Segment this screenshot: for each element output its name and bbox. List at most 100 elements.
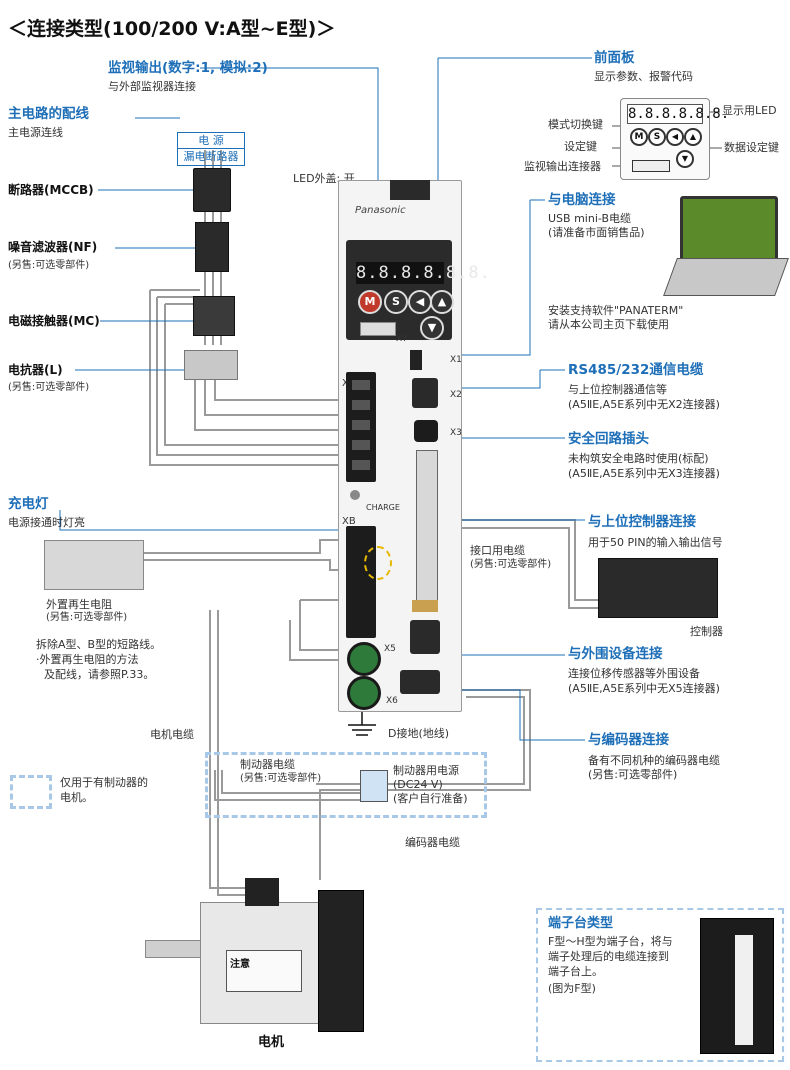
regen-label: 外置再生电阻 <box>46 598 112 611</box>
xb-label: XB <box>342 516 356 527</box>
leakage-breaker-label: 漏电断路器 <box>183 150 239 163</box>
laptop-keyboard <box>663 258 789 296</box>
brake-cable-label: 制动器电缆 <box>240 758 295 771</box>
peripheral-heading: 与外围设备连接 <box>568 646 663 662</box>
drive-brand: Panasonic <box>355 205 406 216</box>
software-line-1: 安装支持软件"PANATERM" <box>548 304 684 317</box>
brake-power-supply <box>360 770 388 802</box>
brake-cable-note: (另售:可选零部件) <box>240 773 322 784</box>
detail-mode-button[interactable]: M <box>630 128 648 146</box>
terminal-inset-box <box>536 908 784 1062</box>
rs485-desc-1: 与上位控制器通信等 <box>568 383 667 396</box>
data-key-label: 数据设定键 <box>724 141 779 154</box>
detail-left-arrow-button[interactable]: ◀ <box>666 128 684 146</box>
brake-dashed-area <box>205 752 487 818</box>
set-button[interactable]: S <box>384 290 408 314</box>
x6-encoder-port[interactable] <box>400 670 440 694</box>
detail-up-arrow-button[interactable]: ▲ <box>684 128 702 146</box>
xb-motor-connector[interactable] <box>346 526 376 638</box>
x6-label: X6 <box>386 696 398 706</box>
terminal-line-2: 端子处理后的电缆连接到 <box>548 950 669 963</box>
detail-led-display: 8.8.8.8.8.8. <box>627 104 730 124</box>
x2-label: X2 <box>450 390 462 400</box>
detail-monitor-connector[interactable] <box>632 160 670 172</box>
left-arrow-button[interactable]: ◀ <box>408 290 432 314</box>
encoder-desc-2: (另售:可选零部件) <box>588 768 678 781</box>
controller-desc: 用于50 PIN的输入输出信号 <box>588 536 723 549</box>
encoder-heading: 与编码器连接 <box>588 732 669 748</box>
contactor-device <box>193 296 235 336</box>
terminal-line-3: 端子台上。 <box>548 965 603 978</box>
rs485-heading: RS485/232通信电缆 <box>568 362 704 378</box>
contactor-label: 电磁接触器(MC) <box>8 314 100 328</box>
encoder-cable-label: 编码器电缆 <box>405 836 460 849</box>
motor-cable-label: 电机电缆 <box>150 728 194 741</box>
x5-label: X5 <box>384 644 396 654</box>
xa-pin <box>352 400 370 410</box>
xa-pin <box>352 460 370 470</box>
noise-filter-device <box>195 222 229 272</box>
legend-line-2: 电机。 <box>60 791 93 804</box>
ground-terminal-2[interactable] <box>347 676 381 710</box>
monitor-connector-label: 监视输出连接器 <box>524 160 601 173</box>
mode-key-label: 模式切换键 <box>548 118 603 131</box>
peripheral-desc-2: (A5ⅡE,A5E系列中无X5连接器) <box>568 682 720 695</box>
io-cable-label: 接口用电缆 <box>470 544 525 557</box>
charge-lamp-heading: 充电灯 <box>8 496 49 512</box>
xa-pin <box>352 420 370 430</box>
motor-caution-text: 注意 <box>230 959 250 970</box>
reactor-note: (另售:可选零部件) <box>8 382 90 393</box>
x4-io-connector[interactable] <box>416 450 438 602</box>
legend-line-1: 仅用于有制动器的 <box>60 776 148 789</box>
mode-button[interactable]: M <box>358 290 382 314</box>
regen-note: (另售:可选零部件) <box>46 612 128 623</box>
mccb-breaker <box>193 168 231 212</box>
charge-label: CHARGE <box>366 503 400 512</box>
safety-desc-1: 未构筑安全电路时使用(标配) <box>568 452 709 465</box>
drive-led-display: 8.8.8.8.8.8. <box>356 262 491 284</box>
regen-resistor <box>44 540 144 590</box>
short-bar-line-2: ·外置再生电阻的方法 <box>36 653 139 666</box>
software-line-2: 请从本公司主页下载使用 <box>548 318 669 331</box>
up-arrow-button[interactable]: ▲ <box>430 290 454 314</box>
xa-pin <box>352 440 370 450</box>
noise-filter-label: 噪音滤波器(NF) <box>8 240 98 254</box>
ground-terminal-1[interactable] <box>347 642 381 676</box>
safety-heading: 安全回路插头 <box>568 431 649 447</box>
motor-encoder-housing <box>318 890 364 1032</box>
terminal-line-4: (图为F型) <box>548 982 596 995</box>
controller-heading: 与上位控制器连接 <box>588 514 696 530</box>
led-label: 显示用LED <box>722 104 777 117</box>
detail-set-button[interactable]: S <box>648 128 666 146</box>
down-arrow-button[interactable]: ▼ <box>420 316 444 340</box>
monitor-output-heading: 监视输出(数字:1, 模拟:2) <box>108 60 268 76</box>
detail-down-arrow-button[interactable]: ▼ <box>676 150 694 168</box>
reactor-device <box>184 350 238 380</box>
mccb-label: 断路器(MCCB) <box>8 183 94 197</box>
main-circuit-heading: 主电路的配线 <box>8 106 89 122</box>
peripheral-desc-1: 连接位移传感器等外围设备 <box>568 667 700 680</box>
controller-label: 控制器 <box>690 625 723 638</box>
x5-port[interactable] <box>410 620 440 654</box>
legend-dashed-box <box>10 775 52 809</box>
short-bar-line-3: 及配线，请参照P.33。 <box>44 668 155 681</box>
motor-label: 电机 <box>258 1035 285 1050</box>
reactor-label: 电抗器(L) <box>8 363 63 377</box>
encoder-desc-1: 备有不同机种的编码器电缆 <box>588 754 720 767</box>
laptop-screen <box>680 196 778 262</box>
io-cable-note: (另售:可选零部件) <box>470 559 552 570</box>
x2-port[interactable] <box>412 378 438 408</box>
charge-lamp <box>350 490 360 500</box>
x1-usb-port[interactable] <box>410 350 422 370</box>
terminal-line-1: F型～H型为端子台，将与 <box>548 935 673 948</box>
brake-psu-line-3: (客户自行准备) <box>393 792 468 805</box>
page-title: ＜连接类型(100/200 V:A型~E型)＞ <box>8 18 336 40</box>
noise-filter-note: (另售:可选零部件) <box>8 260 90 271</box>
terminal-strip <box>735 935 753 1045</box>
set-key-label: 设定键 <box>564 140 597 153</box>
x3-safety-plug[interactable] <box>414 420 438 442</box>
charge-lamp-desc: 电源接通时灯亮 <box>8 516 85 529</box>
x7-monitor-connector[interactable] <box>360 322 396 336</box>
x3-label: X3 <box>450 428 462 438</box>
power-source-box: 电 源 漏电断路器 <box>177 132 245 166</box>
